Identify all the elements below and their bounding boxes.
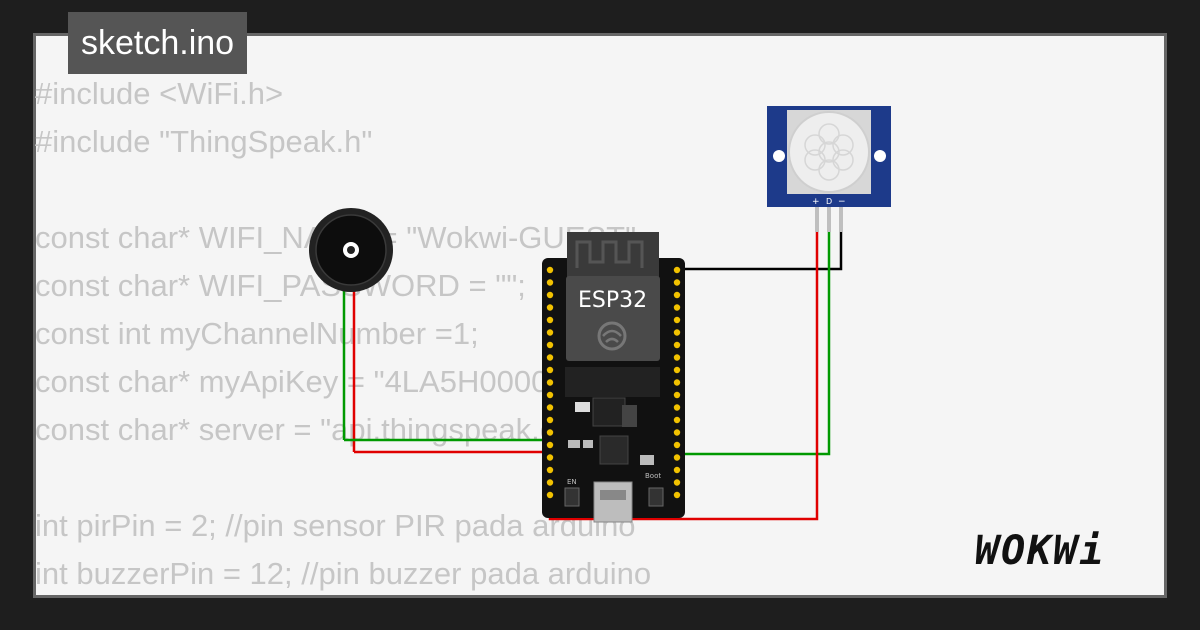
pin-header-left xyxy=(546,266,554,499)
header-pin xyxy=(673,329,681,336)
header-pin xyxy=(546,479,554,486)
boot-button[interactable] xyxy=(648,487,664,507)
header-pin xyxy=(546,279,554,286)
code-background: #include <WiFi.h> #include "ThingSpeak.h… xyxy=(35,70,663,598)
header-pin xyxy=(673,279,681,286)
header-pin xyxy=(546,391,554,399)
buzzer[interactable] xyxy=(309,208,393,452)
header-pin xyxy=(673,316,681,324)
pir-sensor[interactable]: + D − xyxy=(767,106,891,232)
header-pin xyxy=(546,329,554,336)
header-pin xyxy=(546,454,554,461)
pin-header-right xyxy=(673,266,681,499)
header-pin xyxy=(673,341,681,349)
code-line: int buzzerPin = 12; //pin buzzer pada ar… xyxy=(35,556,652,591)
boot-label: Boot xyxy=(645,472,661,480)
usb-port xyxy=(593,481,633,523)
header-pin xyxy=(673,416,681,424)
header-pin xyxy=(546,404,554,411)
header-pin xyxy=(546,341,554,349)
header-pin xyxy=(546,366,554,374)
header-pin xyxy=(546,304,554,311)
header-pin xyxy=(673,291,681,299)
pir-pin-vcc: + xyxy=(812,197,820,207)
wokwi-logo-text: WOKWi xyxy=(975,528,1106,574)
en-button[interactable] xyxy=(564,487,580,507)
wires xyxy=(344,204,843,521)
esp32-board[interactable]: ESP32 EN Boot xyxy=(542,232,685,523)
code-line: int pirPin = 2; //pin sensor PIR pada ar… xyxy=(35,508,636,543)
header-pin xyxy=(673,379,681,386)
en-label: EN xyxy=(567,478,577,486)
esp32-label: ESP32 xyxy=(578,288,647,313)
wokwi-logo: WOKWi xyxy=(975,528,1150,578)
header-pin xyxy=(673,404,681,411)
header-pin xyxy=(546,379,554,386)
header-pin xyxy=(546,429,554,436)
header-pin xyxy=(546,416,554,424)
header-pin xyxy=(673,491,681,499)
code-line: #include "ThingSpeak.h" xyxy=(35,124,373,159)
header-pin xyxy=(673,454,681,461)
header-pin xyxy=(673,429,681,436)
header-pin xyxy=(673,479,681,486)
header-pin xyxy=(546,354,554,361)
header-pin xyxy=(546,266,554,274)
espressif-logo-icon xyxy=(597,321,627,351)
header-pin xyxy=(673,304,681,311)
header-pin xyxy=(673,441,681,449)
header-pin xyxy=(546,491,554,499)
code-line: const int myChannelNumber =1; xyxy=(35,316,479,351)
pir-pin-data: D xyxy=(826,197,832,206)
header-pin xyxy=(546,466,554,474)
header-pin xyxy=(673,266,681,274)
header-pin xyxy=(673,391,681,399)
header-pin xyxy=(546,441,554,449)
header-pin xyxy=(546,291,554,299)
header-pin xyxy=(673,354,681,361)
pir-pin-gnd: − xyxy=(838,197,846,207)
header-pin xyxy=(673,466,681,474)
header-pin xyxy=(673,366,681,374)
header-pin xyxy=(546,316,554,324)
code-line: #include <WiFi.h> xyxy=(35,76,284,111)
file-tab[interactable]: sketch.ino xyxy=(68,12,248,74)
fresnel-lens-icon xyxy=(804,123,854,181)
